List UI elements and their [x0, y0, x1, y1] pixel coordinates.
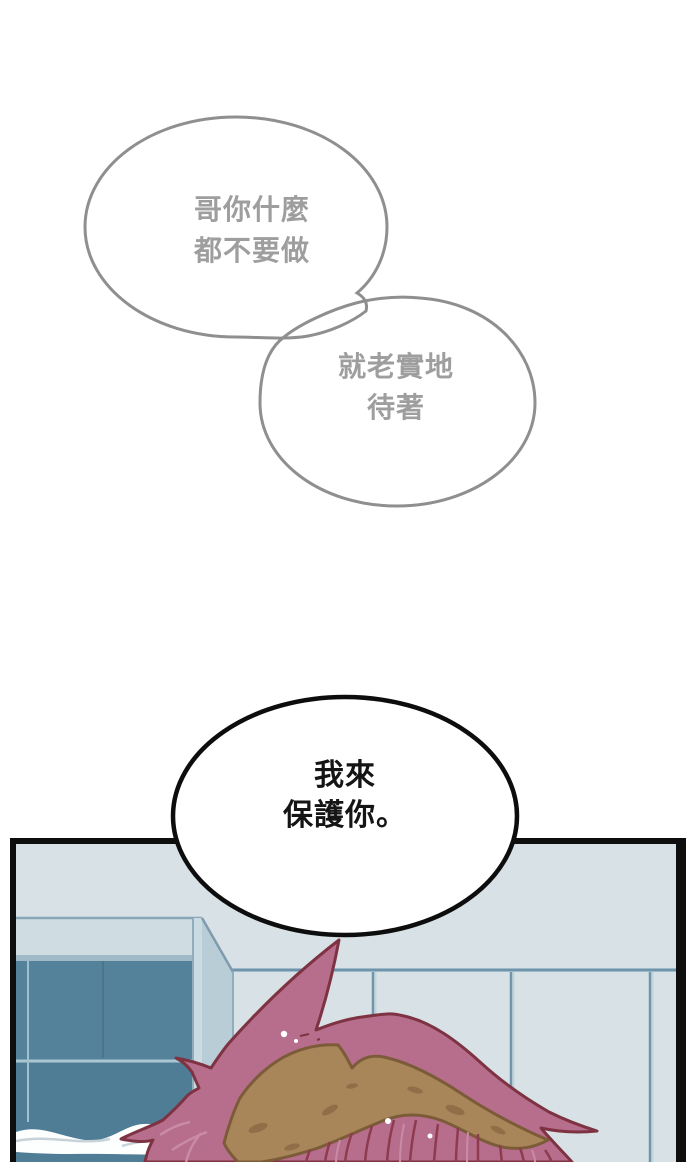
hair-shine-dots: [280, 1030, 433, 1139]
cabinet-top-edge: [16, 955, 193, 962]
hair-detail-marks: [299, 1033, 321, 1041]
cabinet-corner-strip: [193, 918, 202, 1162]
speech-bubble-1-fill: [85, 117, 387, 339]
panel-border-right: [676, 838, 686, 1162]
wall-seams: [371, 972, 654, 1162]
panel-border-left: [10, 838, 16, 1162]
speech-bubble-2-outline: [258, 295, 537, 508]
speech-bubble-3: [170, 694, 520, 938]
hair-strand-lines: [304, 1119, 554, 1162]
hair-highlight-strokes: [159, 1120, 208, 1162]
headband-texture: [248, 1083, 506, 1151]
character-hair: [119, 938, 599, 1162]
headband: [222, 1043, 550, 1162]
hair-strand-highlights: [335, 1123, 536, 1162]
cabinet-top-band: [16, 918, 193, 958]
speech-bubble-2-fill: [260, 297, 535, 506]
speech-bubble-1-outline: [83, 115, 389, 340]
speech-bubble-group: [83, 115, 537, 938]
